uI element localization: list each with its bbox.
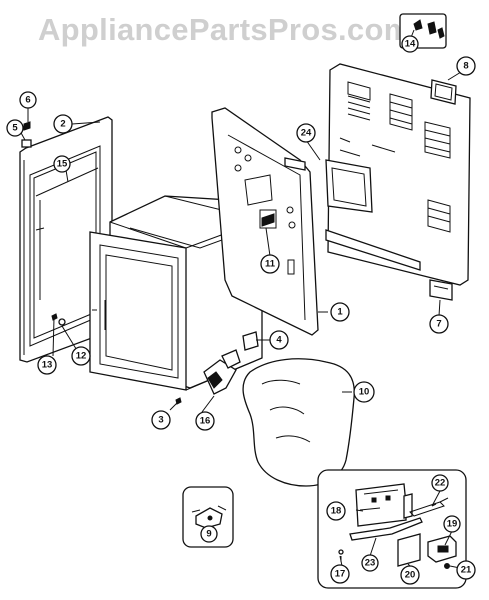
callout-13-label: 13 <box>42 360 53 371</box>
vent-part <box>430 79 457 105</box>
callout-7: 7 <box>429 314 449 334</box>
callout-8-label: 8 <box>463 61 468 72</box>
callout-16: 16 <box>195 411 215 431</box>
callout-11: 11 <box>260 254 280 274</box>
callout-7-label: 7 <box>436 319 441 330</box>
inset-latch-assembly-box <box>317 469 467 589</box>
callout-10-label: 10 <box>359 387 370 398</box>
callout-6: 6 <box>19 91 37 109</box>
callout-1-label: 1 <box>337 307 343 318</box>
callout-22: 22 <box>431 474 449 492</box>
callout-20-label: 20 <box>405 570 416 581</box>
callout-19: 19 <box>443 515 461 533</box>
callout-2: 2 <box>53 114 73 134</box>
callout-4: 4 <box>269 330 289 350</box>
callout-6-label: 6 <box>25 95 30 106</box>
callout-15: 15 <box>53 155 71 173</box>
callout-8: 8 <box>456 56 476 76</box>
insulation-part <box>242 358 355 487</box>
callout-14: 14 <box>401 35 419 53</box>
side-panel-part <box>211 107 319 336</box>
watermark: AppliancePartsPros.com <box>38 12 412 47</box>
callout-18-label: 18 <box>331 506 342 517</box>
callout-5: 5 <box>6 119 24 137</box>
callout-12: 12 <box>71 346 91 366</box>
callout-12-label: 12 <box>76 351 87 362</box>
callout-17-label: 17 <box>335 569 346 580</box>
callout-3: 3 <box>151 410 171 430</box>
bracket-part <box>429 279 453 301</box>
callout-24-label: 24 <box>301 128 312 139</box>
callout-4-label: 4 <box>276 335 282 346</box>
callout-22-label: 22 <box>435 478 446 489</box>
callout-14-label: 14 <box>405 39 416 50</box>
rear-panel-part <box>325 63 471 286</box>
callout-18: 18 <box>326 501 346 521</box>
callout-5-label: 5 <box>12 123 18 134</box>
callout-9-label: 9 <box>206 529 211 540</box>
callout-21: 21 <box>456 560 476 580</box>
callout-17: 17 <box>330 564 350 584</box>
callout-15-label: 15 <box>57 159 68 170</box>
callout-23: 23 <box>361 554 379 572</box>
latch-part <box>203 349 241 395</box>
callout-23-label: 23 <box>365 558 376 569</box>
screw-parts <box>23 121 182 405</box>
callout-9: 9 <box>200 525 218 543</box>
callout-20: 20 <box>400 565 420 585</box>
callout-13: 13 <box>37 355 57 375</box>
callout-19-label: 19 <box>447 519 458 530</box>
callout-3-label: 3 <box>158 415 163 426</box>
callout-1: 1 <box>330 302 350 322</box>
callout-2-label: 2 <box>60 119 65 130</box>
inner-panel-part <box>35 167 99 197</box>
callout-16-label: 16 <box>200 416 211 427</box>
callout-11-label: 11 <box>265 259 276 270</box>
callout-24: 24 <box>296 123 316 143</box>
block-part <box>242 331 259 351</box>
callout-10: 10 <box>353 381 375 403</box>
callout-21-label: 21 <box>461 565 472 576</box>
inset-9-box <box>182 486 234 548</box>
